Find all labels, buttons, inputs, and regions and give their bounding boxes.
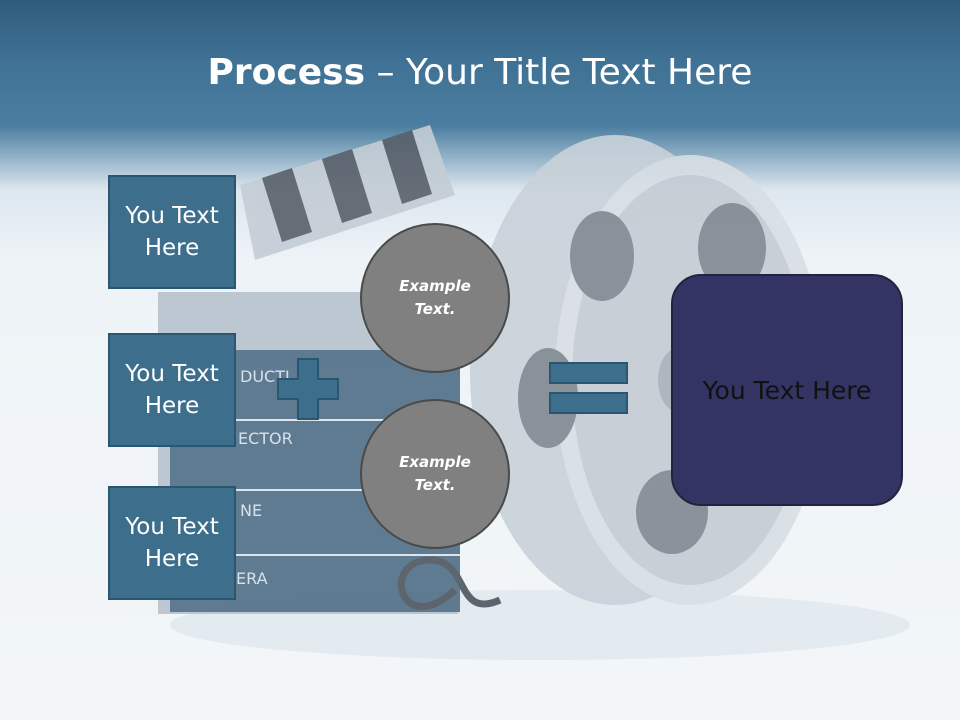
equals-icon [549, 362, 628, 414]
example-circle-1: Example Text. [360, 223, 510, 373]
circle-label: Example Text. [399, 453, 471, 494]
slide-title: Process – Your Title Text Here [0, 52, 960, 93]
bg-label: NE [240, 501, 262, 520]
text-box-2: You Text Here [108, 333, 236, 447]
text-box-3: You Text Here [108, 486, 236, 600]
bg-label: ERA [236, 569, 268, 588]
result-box: You Text Here [671, 274, 903, 506]
plus-icon [277, 358, 339, 420]
title-rest: – Your Title Text Here [365, 52, 753, 93]
text-box-1: You Text Here [108, 175, 236, 289]
bg-label: ECTOR [238, 429, 293, 448]
title-bold: Process [207, 52, 366, 93]
circle-label: Example Text. [399, 277, 471, 318]
example-circle-2: Example Text. [360, 399, 510, 549]
